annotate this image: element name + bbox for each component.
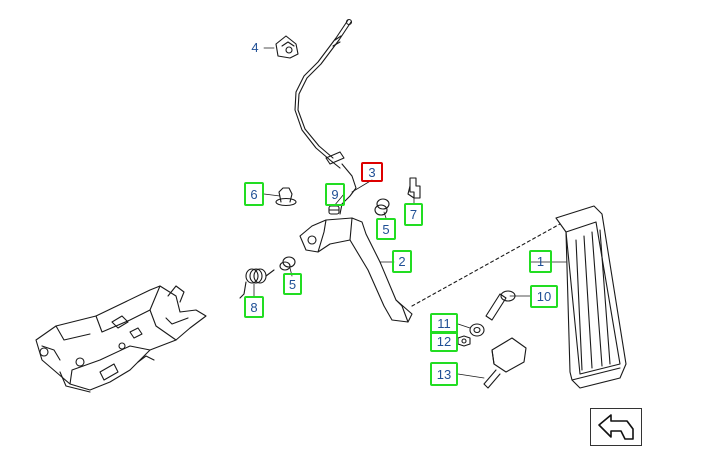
callout-5-top[interactable]: 5 [376,218,396,240]
part-5-bushing-lower [279,256,296,271]
callout-13[interactable]: 13 [430,362,458,386]
part-5-bushing-top [374,198,390,216]
part-1-pedal-plate [555,205,627,389]
callout-5-lower[interactable]: 5 [283,273,302,295]
link-line [411,223,561,307]
part-9-bushing [328,205,340,215]
callout-2[interactable]: 2 [392,250,412,273]
part-12-nut [457,335,471,347]
pedal-bearing-assembly [35,285,207,393]
back-arrow-icon [598,414,634,440]
callout-9[interactable]: 9 [325,183,345,206]
part-13-stop [483,337,527,389]
part-6-plug [275,187,297,207]
part-11-washer [469,323,485,337]
callout-4[interactable]: 4 [251,39,259,55]
callout-3[interactable]: 3 [361,162,383,182]
callout-6[interactable]: 6 [244,182,264,206]
back-arrow-button[interactable] [590,408,642,446]
callout-10[interactable]: 10 [530,285,558,308]
throttle-cable [294,18,357,215]
callout-12[interactable]: 12 [430,331,458,352]
part-8-spring [239,268,275,299]
leader-lines [253,47,567,379]
callout-8[interactable]: 8 [244,296,264,318]
callout-7[interactable]: 7 [404,203,423,226]
callout-1[interactable]: 1 [529,250,552,273]
part-10-bolt [485,290,516,321]
part-2-pedal-lever [299,217,413,323]
part-7-bracket [407,177,421,199]
callout-11[interactable]: 11 [430,313,458,334]
part-4-clip [275,35,299,59]
